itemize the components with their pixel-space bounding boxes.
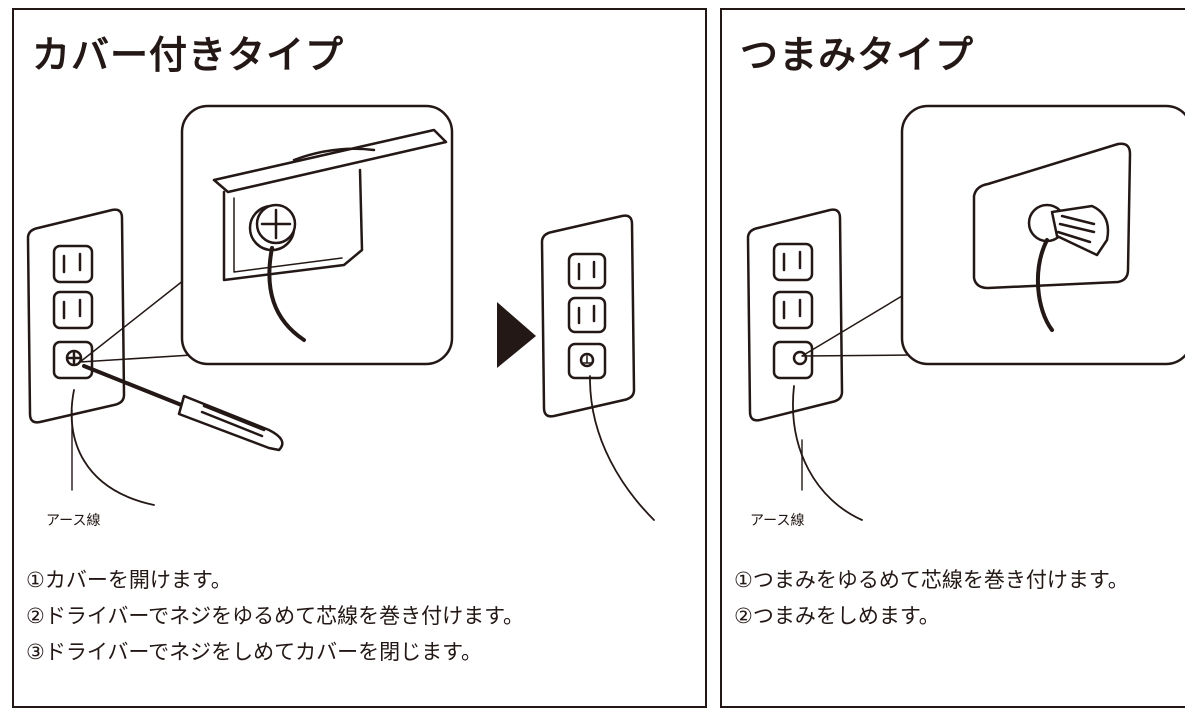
screwdriver-icon <box>82 364 284 452</box>
cover-type-illustration <box>26 104 655 521</box>
step-item: ①カバーを開けます。 <box>26 568 232 592</box>
outlet-icon <box>540 214 636 418</box>
knob-type-title: つまみタイプ <box>740 33 975 77</box>
step-item: ①つまみをゆるめて芯線を巻き付けます。 <box>734 568 1129 592</box>
ground-wire-label: アース線 <box>46 513 101 529</box>
knob-type-steps: ①つまみをゆるめて芯線を巻き付けます。 ②つまみをしめます。 <box>734 562 1129 634</box>
cover-type-title: カバー付きタイプ <box>32 33 345 77</box>
cover-type-panel: カバー付きタイプ <box>12 8 707 708</box>
step-item: ②ドライバーでネジをゆるめて芯線を巻き付けます。 <box>26 604 525 628</box>
knob-type-panel: つまみタイプ アース線 ①つまみをゆるめて芯線を巻き付けます。 ②つまみをしめま… <box>720 8 1185 708</box>
step-item: ②つまみをしめます。 <box>734 604 940 628</box>
knob-type-illustration <box>746 104 1185 521</box>
arrow-right-icon <box>497 302 536 368</box>
outlet-icon <box>26 208 126 424</box>
knob-icon <box>792 350 808 366</box>
step-item: ③ドライバーでネジをしめてカバーを閉じます。 <box>26 640 483 664</box>
outlet-icon <box>746 208 844 422</box>
cover-type-steps: ①カバーを開けます。 ②ドライバーでネジをゆるめて芯線を巻き付けます。 ③ドライ… <box>26 562 524 670</box>
ground-wire-label: アース線 <box>750 513 805 529</box>
